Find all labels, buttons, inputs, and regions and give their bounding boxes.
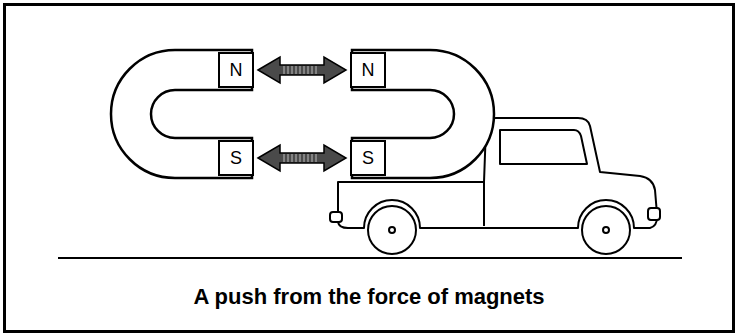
front-bumper <box>648 208 660 220</box>
ground-line <box>58 257 682 259</box>
pole-label: S <box>230 149 242 167</box>
caption: A push from the force of magnets <box>0 284 738 310</box>
arrow-hatch <box>316 154 317 162</box>
arrow-hatch <box>300 154 301 162</box>
front-hub <box>603 227 609 233</box>
arrow-hatch <box>284 66 285 74</box>
right-magnet <box>352 50 494 178</box>
truck-bed-line <box>483 182 485 226</box>
arrow-hatch <box>296 66 297 74</box>
left-magnet <box>111 50 252 178</box>
arrow-hatch <box>288 154 289 162</box>
arrow-hatch <box>312 154 313 162</box>
pole-label: N <box>362 61 375 79</box>
arrow-hatch <box>316 66 317 74</box>
arrow-hatch <box>308 154 309 162</box>
rear-wheel <box>368 206 416 254</box>
arrow-hatch <box>312 66 313 74</box>
arrow-hatch <box>288 66 289 74</box>
arrow-hatch <box>292 154 293 162</box>
arrow-hatch <box>292 66 293 74</box>
truck-window <box>500 130 587 164</box>
arrow-hatch <box>296 154 297 162</box>
magnet-pole: S <box>350 140 386 176</box>
pole-label: N <box>230 61 243 79</box>
pole-label: S <box>362 149 374 167</box>
arrow-hatch <box>304 66 305 74</box>
arrow-hatch <box>284 154 285 162</box>
force-arrow <box>258 57 346 83</box>
rear-bumper <box>330 212 342 222</box>
magnet-pole: S <box>218 140 254 176</box>
magnet-pole: N <box>218 52 254 88</box>
magnet-pole: N <box>350 52 386 88</box>
front-wheel <box>582 206 630 254</box>
force-arrow <box>258 145 346 171</box>
arrow-hatch <box>300 66 301 74</box>
arrow-shape <box>258 57 346 83</box>
arrow-hatch <box>304 154 305 162</box>
rear-hub <box>389 227 395 233</box>
arrow-shape <box>258 145 346 171</box>
arrow-hatch <box>308 66 309 74</box>
